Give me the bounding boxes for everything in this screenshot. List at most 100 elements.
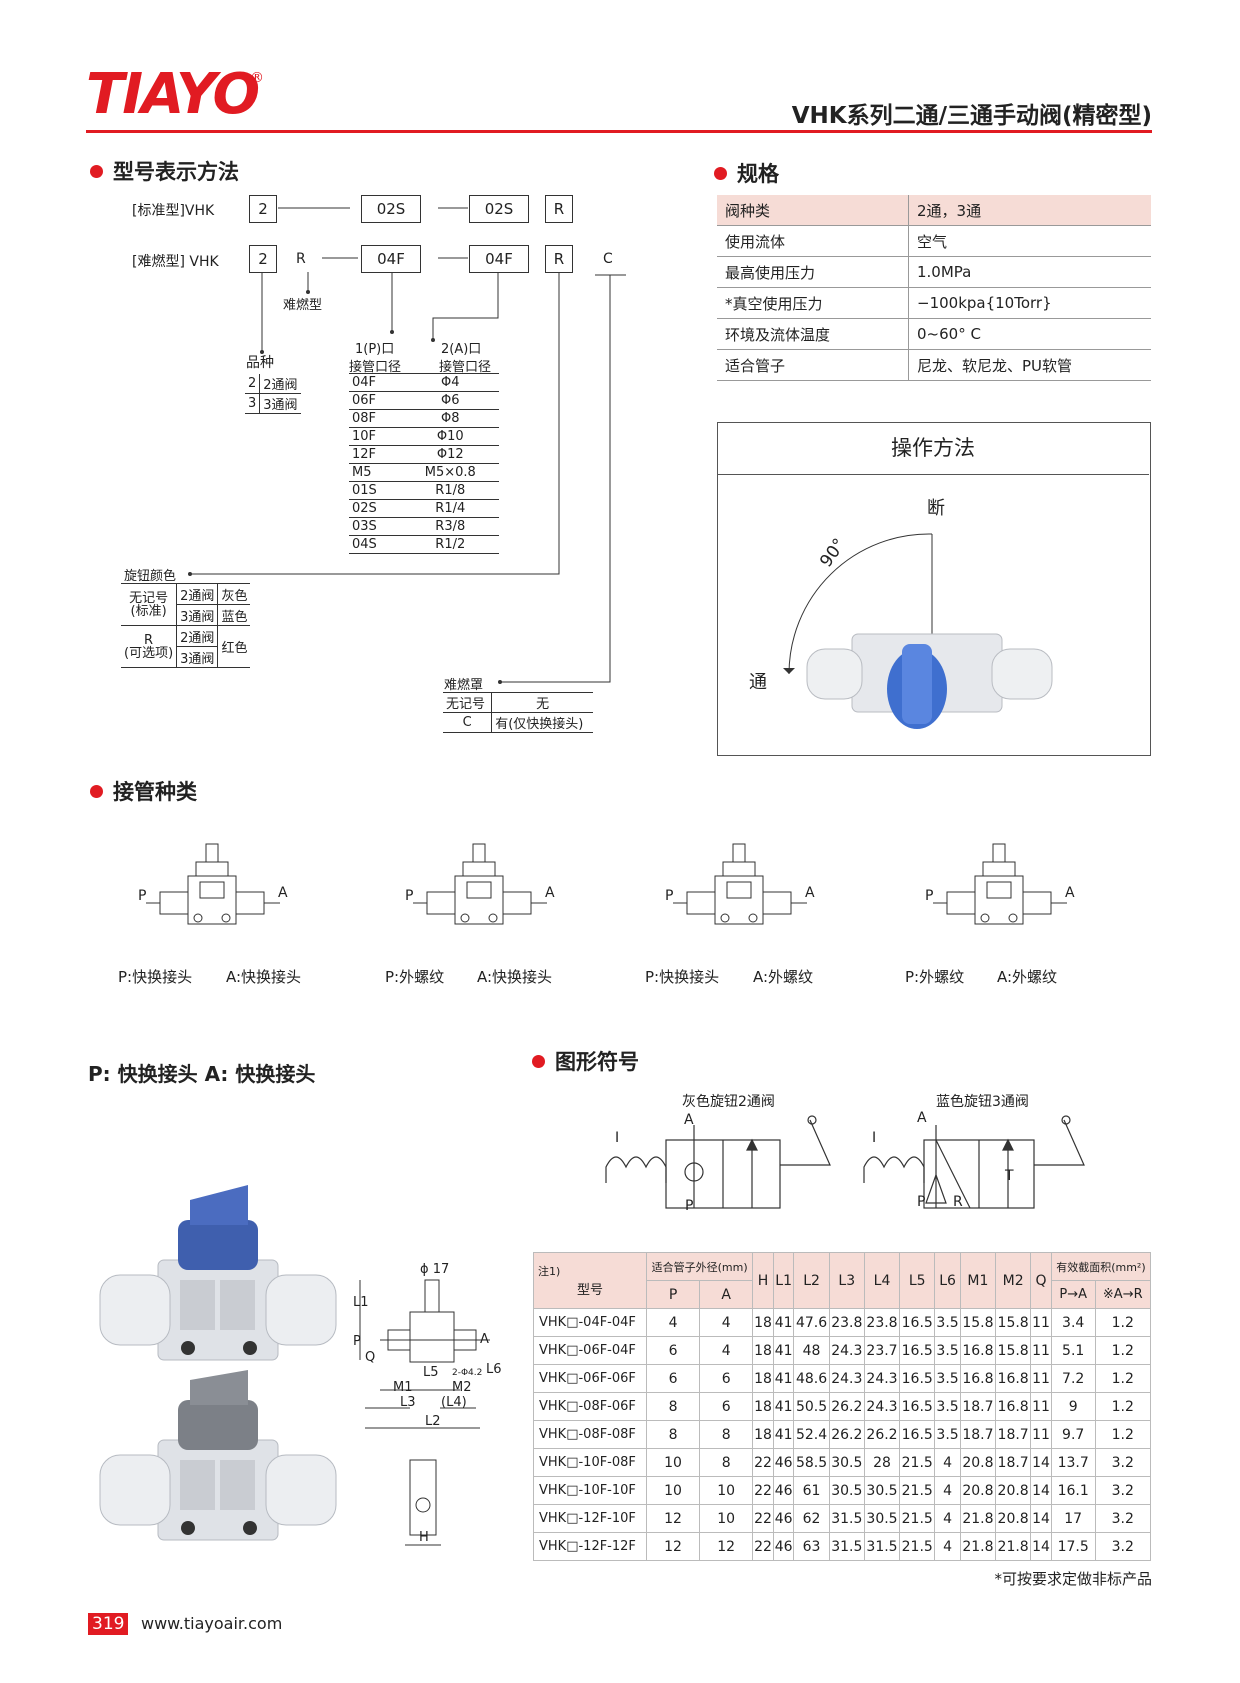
value-cell: 21.8 xyxy=(995,1532,1032,1561)
lever-icon xyxy=(780,1119,831,1166)
value-cell: 7.2 xyxy=(1050,1364,1096,1393)
value-cell: 21.8 xyxy=(959,1504,997,1533)
operation-title: 操作方法 xyxy=(717,422,1149,475)
value-cell: 24.3 xyxy=(863,1392,901,1421)
fr-note: 难燃型 xyxy=(283,298,323,313)
value-cell: 9.7 xyxy=(1050,1420,1096,1449)
value-cell: 15.8 xyxy=(995,1336,1032,1365)
spec-value: −100kpa{10Torr} xyxy=(908,287,1151,319)
value-cell: 4 xyxy=(699,1308,754,1337)
value-cell: 8 xyxy=(645,1392,701,1421)
value-cell: 30.5 xyxy=(863,1504,901,1533)
variety-code: 2 xyxy=(245,374,261,394)
website-link[interactable]: www.tiayoair.com xyxy=(141,1614,283,1633)
value-cell: 31.5 xyxy=(863,1532,901,1561)
fr-code-port1: 04F xyxy=(361,245,421,273)
dim-m1: M1 xyxy=(393,1380,413,1395)
value-cell: 47.6 xyxy=(793,1308,830,1337)
fr-code-knob: R xyxy=(545,245,573,273)
spring-icon xyxy=(605,1156,667,1183)
knob-color: 蓝色 xyxy=(217,604,251,626)
port-size: M5×0.8 xyxy=(401,463,499,482)
value-cell: 23.8 xyxy=(863,1308,901,1337)
spec-value: 空气 xyxy=(908,225,1151,257)
port-code: 06F xyxy=(349,391,402,410)
model-cell: VHK□-06F-06F xyxy=(533,1364,647,1393)
value-cell: 1.2 xyxy=(1094,1420,1152,1449)
value-cell: 23.7 xyxy=(863,1336,901,1365)
variety-name: 2通阀 xyxy=(259,374,301,394)
port-size: R1/4 xyxy=(401,499,499,518)
col-header: P→A xyxy=(1050,1280,1096,1309)
knob-valve: 2通阀 xyxy=(176,583,219,605)
dimension-table: 注1)型号 适合管子外径(mm) H L1 L2 L3 L4 L5 L6 M1 … xyxy=(533,1252,1152,1561)
lever-icon xyxy=(1034,1119,1085,1166)
model-cell: VHK□-08F-08F xyxy=(533,1420,647,1449)
dim-l3: L3 xyxy=(400,1395,416,1410)
fitting-p-type: P:快换接头 xyxy=(645,968,720,986)
value-cell: 62 xyxy=(793,1504,830,1533)
col-header: M2 xyxy=(995,1252,1032,1309)
knob-none: 无记号 xyxy=(129,590,169,606)
port1-header-a: 1(P)口 xyxy=(355,342,395,357)
value-cell: 1.2 xyxy=(1094,1364,1152,1393)
port-p-label: P xyxy=(405,888,414,904)
sym2-p: P xyxy=(685,1198,694,1214)
dim-hole: 2-Φ4.2 xyxy=(452,1368,483,1378)
value-cell: 26.2 xyxy=(828,1392,865,1421)
gray-valve-photo xyxy=(99,1370,337,1541)
value-cell: 22 xyxy=(752,1476,774,1505)
value-cell: 31.5 xyxy=(828,1504,865,1533)
valve-port-right xyxy=(991,648,1053,700)
fitting-drawing xyxy=(146,843,280,925)
knob-opt: (可选项) xyxy=(124,645,174,661)
value-cell: 16.5 xyxy=(899,1336,936,1365)
value-cell: 8 xyxy=(699,1420,754,1449)
valve-port-left xyxy=(806,648,863,700)
value-cell: 16.8 xyxy=(959,1336,997,1365)
table-header-row: P A P→A ※A→R xyxy=(534,1280,1152,1309)
knob-title: 旋钮颜色 xyxy=(124,569,177,584)
value-cell: 15.8 xyxy=(959,1308,997,1337)
fitting-a-type: A:快换接头 xyxy=(477,968,553,986)
bullet-icon xyxy=(90,165,103,178)
model-cell: VHK□-10F-10F xyxy=(533,1476,647,1505)
value-cell: 3.2 xyxy=(1094,1532,1152,1561)
rotation-arc xyxy=(788,533,933,675)
model-cell: VHK□-06F-04F xyxy=(533,1336,647,1365)
fitting-p-type: P:快换接头 xyxy=(118,968,193,986)
sym3-t: T xyxy=(1005,1168,1014,1184)
value-cell: 18 xyxy=(752,1420,774,1449)
spec-value: 2通，3通 xyxy=(908,195,1151,226)
knob-color: 红色 xyxy=(217,625,251,668)
value-cell: 10 xyxy=(699,1476,754,1505)
fitting-a-type: A:快换接头 xyxy=(226,968,302,986)
cover-code: 无记号 xyxy=(443,692,493,713)
value-cell: 16.1 xyxy=(1050,1476,1096,1505)
value-cell: 18 xyxy=(752,1308,774,1337)
value-cell: 21.5 xyxy=(899,1448,936,1477)
value-cell: 30.5 xyxy=(828,1448,865,1477)
value-cell: 48 xyxy=(793,1336,830,1365)
col-header: ※A→R xyxy=(1094,1280,1152,1309)
value-cell: 4 xyxy=(934,1476,961,1505)
value-cell: 16.5 xyxy=(899,1364,936,1393)
dim-h: H xyxy=(419,1530,429,1545)
value-cell: 11 xyxy=(1030,1336,1052,1365)
model-cell: VHK□-10F-08F xyxy=(533,1448,647,1477)
value-cell: 6 xyxy=(645,1364,701,1393)
value-cell: 6 xyxy=(699,1364,754,1393)
value-cell: 4 xyxy=(934,1448,961,1477)
value-cell: 8 xyxy=(645,1420,701,1449)
value-cell: 24.3 xyxy=(828,1364,865,1393)
